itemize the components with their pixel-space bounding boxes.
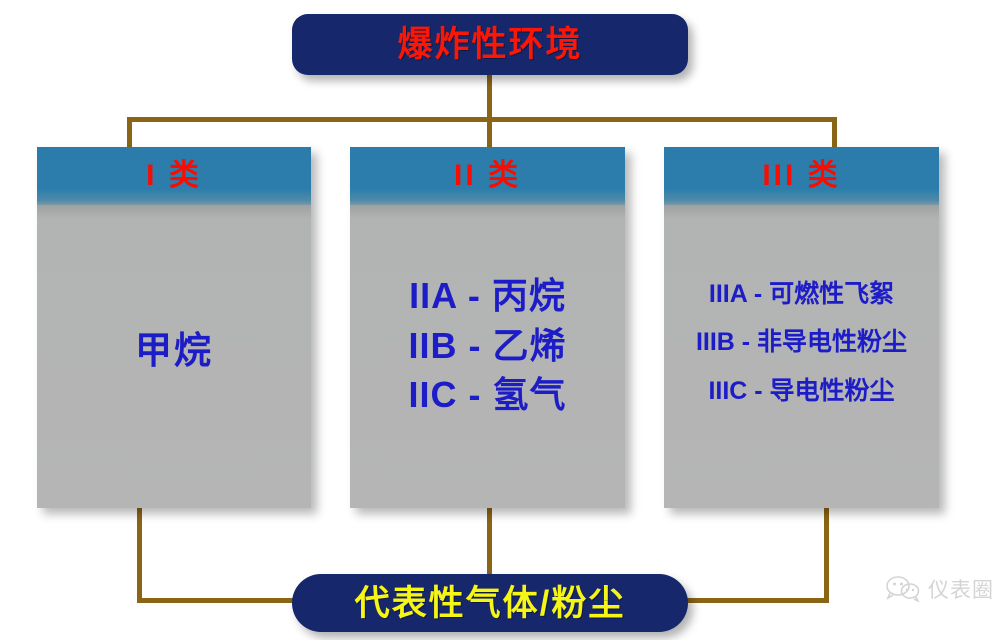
watermark: 仪表圈 — [886, 574, 994, 604]
wechat-icon — [886, 576, 920, 602]
watermark-label: 仪表圈 — [928, 579, 994, 602]
explosive-environment-box: 爆炸性环境 — [292, 14, 688, 75]
explosive-environment-label: 爆炸性环境 — [397, 25, 583, 64]
class-column-3: III 类 IIIA - 可燃性飞絮 IIIB - 非导电性粉尘 IIIC - … — [664, 147, 939, 508]
class-3-entry: IIIB - 非导电性粉尘 — [695, 328, 908, 357]
class-2-entry: IIA - 丙烷 — [409, 274, 566, 316]
class-1-header: I 类 — [37, 147, 311, 205]
connector-top-to-col3 — [832, 117, 837, 150]
class-column-2: II 类 IIA - 丙烷 IIB - 乙烯 IIC - 氢气 — [350, 147, 625, 508]
class-3-entry: IIIA - 可燃性飞絮 — [708, 280, 895, 309]
class-3-header: III 类 — [664, 147, 939, 205]
class-3-body: IIIA - 可燃性飞絮 IIIB - 非导电性粉尘 IIIC - 导电性粉尘 — [664, 205, 939, 508]
class-2-entry: IIB - 乙烯 — [408, 324, 567, 366]
connector-bottom-from-col2 — [487, 505, 492, 577]
class-column-1: I 类 甲烷 — [37, 147, 311, 508]
class-2-header: II 类 — [350, 147, 625, 205]
class-1-entry: 甲烷 — [135, 330, 213, 372]
representative-gas-dust-label: 代表性气体/粉尘 — [354, 583, 626, 623]
class-1-body: 甲烷 — [37, 205, 311, 508]
connector-top-bus — [127, 117, 837, 122]
class-3-entry: IIIC - 导电性粉尘 — [708, 376, 895, 405]
connector-top-stem — [487, 72, 492, 149]
class-2-body: IIA - 丙烷 IIB - 乙烯 IIC - 氢气 — [350, 205, 625, 508]
connector-bottom-from-col1 — [137, 505, 142, 602]
class-2-header-label: II 类 — [453, 159, 521, 192]
representative-gas-dust-box: 代表性气体/粉尘 — [292, 574, 688, 632]
class-3-header-label: III 类 — [762, 159, 841, 192]
connector-bottom-from-col3 — [824, 505, 829, 602]
connector-top-to-col1 — [127, 117, 132, 150]
class-1-header-label: I 类 — [146, 159, 202, 192]
class-2-entry: IIC - 氢气 — [408, 374, 567, 416]
